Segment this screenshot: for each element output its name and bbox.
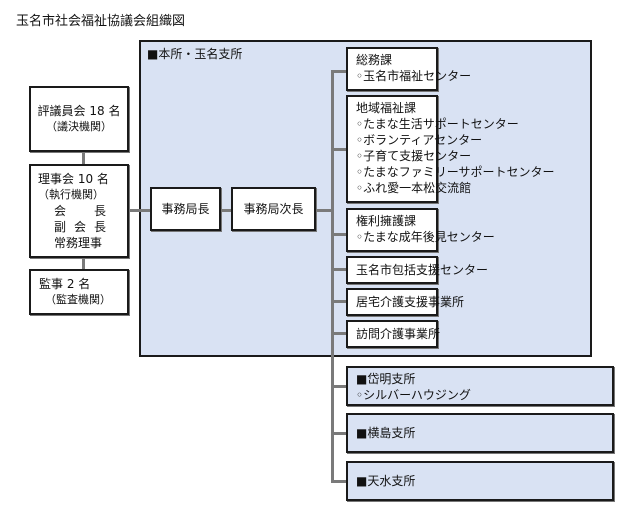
connector-board-secgen [130, 209, 151, 212]
branch-line [331, 70, 347, 73]
unit-general-affairs: 総務課 ◦玉名市福祉センター [346, 47, 472, 91]
connector-council-board [82, 152, 85, 164]
unit-item: ◦たまなファミリーサポートセンター [356, 164, 554, 180]
auditor-box: 監事 2 名 （監査機関） [29, 269, 129, 315]
unit-item: ◦たまな成年後見センター [356, 230, 495, 244]
secretary-general-box: 事務局長 [150, 187, 221, 231]
branch-taimei: ■岱明支所 ◦シルバーハウジング [346, 366, 614, 406]
board-member-chair: 会 長 [54, 203, 106, 219]
auditor-name: 監事 2 名 [39, 277, 91, 291]
unit-name: 玉名市包括支援センター [356, 263, 489, 277]
branch-line [331, 148, 347, 151]
board-member-vice-2: 会 [73, 220, 86, 234]
branch-line [331, 300, 347, 303]
deputy-secretary-general-box: 事務局次長 [231, 187, 316, 231]
unit-name: 訪問介護事業所 [356, 327, 441, 341]
branch-line [331, 432, 347, 435]
board-member-chair-2: 長 [93, 204, 106, 218]
board-role: （執行機関） [38, 188, 104, 201]
chart-title: 玉名市社会福祉協議会組織図 [16, 14, 186, 29]
branch-yokoshima: ■横島支所 [346, 413, 614, 453]
unit-name: 居宅介護支援事業所 [356, 295, 465, 309]
council-box: 評議員会 18 名 （議決機関） [29, 86, 129, 152]
secretary-general-label: 事務局長 [161, 202, 210, 216]
branch-line [331, 233, 347, 236]
unit-name: 権利擁護課 [356, 214, 417, 228]
branch-line [331, 385, 347, 388]
council-name: 評議員会 18 名 [37, 104, 121, 118]
branch-name: ■岱明支所 [356, 372, 416, 386]
unit-rights-advocacy: 権利擁護課 ◦たまな成年後見センター [346, 208, 495, 252]
board-member-vice-1: 副 [54, 220, 67, 234]
board-member-vice-chair: 副 会 長 [54, 219, 106, 235]
unit-item: ◦ボランティアセンター [356, 133, 483, 147]
board-member-vice-3: 長 [93, 220, 106, 234]
unit-item: ◦玉名市福祉センター [356, 69, 472, 83]
unit-item: ◦子育て支援センター [356, 149, 472, 163]
branch-tensui: ■天水支所 [346, 461, 614, 501]
auditor-role: （監査機関） [45, 293, 111, 306]
unit-name: 総務課 [356, 53, 393, 67]
unit-item: ◦ふれ愛一本松交流館 [356, 181, 472, 195]
deputy-secretary-general-label: 事務局次長 [243, 202, 304, 216]
board-member-executive: 常務理事 [54, 236, 103, 250]
unit-community-welfare: 地域福祉課 ◦たまな生活サポートセンター ◦ボランティアセンター ◦子育て支援セ… [346, 95, 554, 203]
connector-deputy-trunk [316, 209, 333, 212]
branch-line [331, 332, 347, 335]
connector-board-auditor [82, 258, 85, 269]
unit-name: 地域福祉課 [356, 101, 417, 115]
unit-home-care-support-office: 居宅介護支援事業所 [346, 288, 464, 316]
board-name: 理事会 10 名 [38, 172, 109, 186]
connector-secgen-deputy [221, 209, 232, 212]
branch-line [331, 480, 347, 483]
branch-name: ■横島支所 [356, 426, 416, 440]
council-role: （議決機関） [46, 120, 112, 133]
branch-name: ■天水支所 [356, 474, 416, 488]
branch-line [331, 268, 347, 271]
head-office-label: ■本所・玉名支所 [147, 47, 243, 61]
unit-home-visit-care-office: 訪問介護事業所 [346, 320, 441, 348]
unit-comprehensive-support-center: 玉名市包括支援センター [346, 256, 488, 284]
connector-trunk [331, 70, 334, 483]
branch-item: ◦シルバーハウジング [356, 388, 471, 402]
board-box: 理事会 10 名 （執行機関） 会 長 副 会 長 常務理事 [29, 164, 129, 258]
board-member-chair-1: 会 [54, 204, 67, 218]
unit-item: ◦たまな生活サポートセンター [356, 117, 519, 131]
